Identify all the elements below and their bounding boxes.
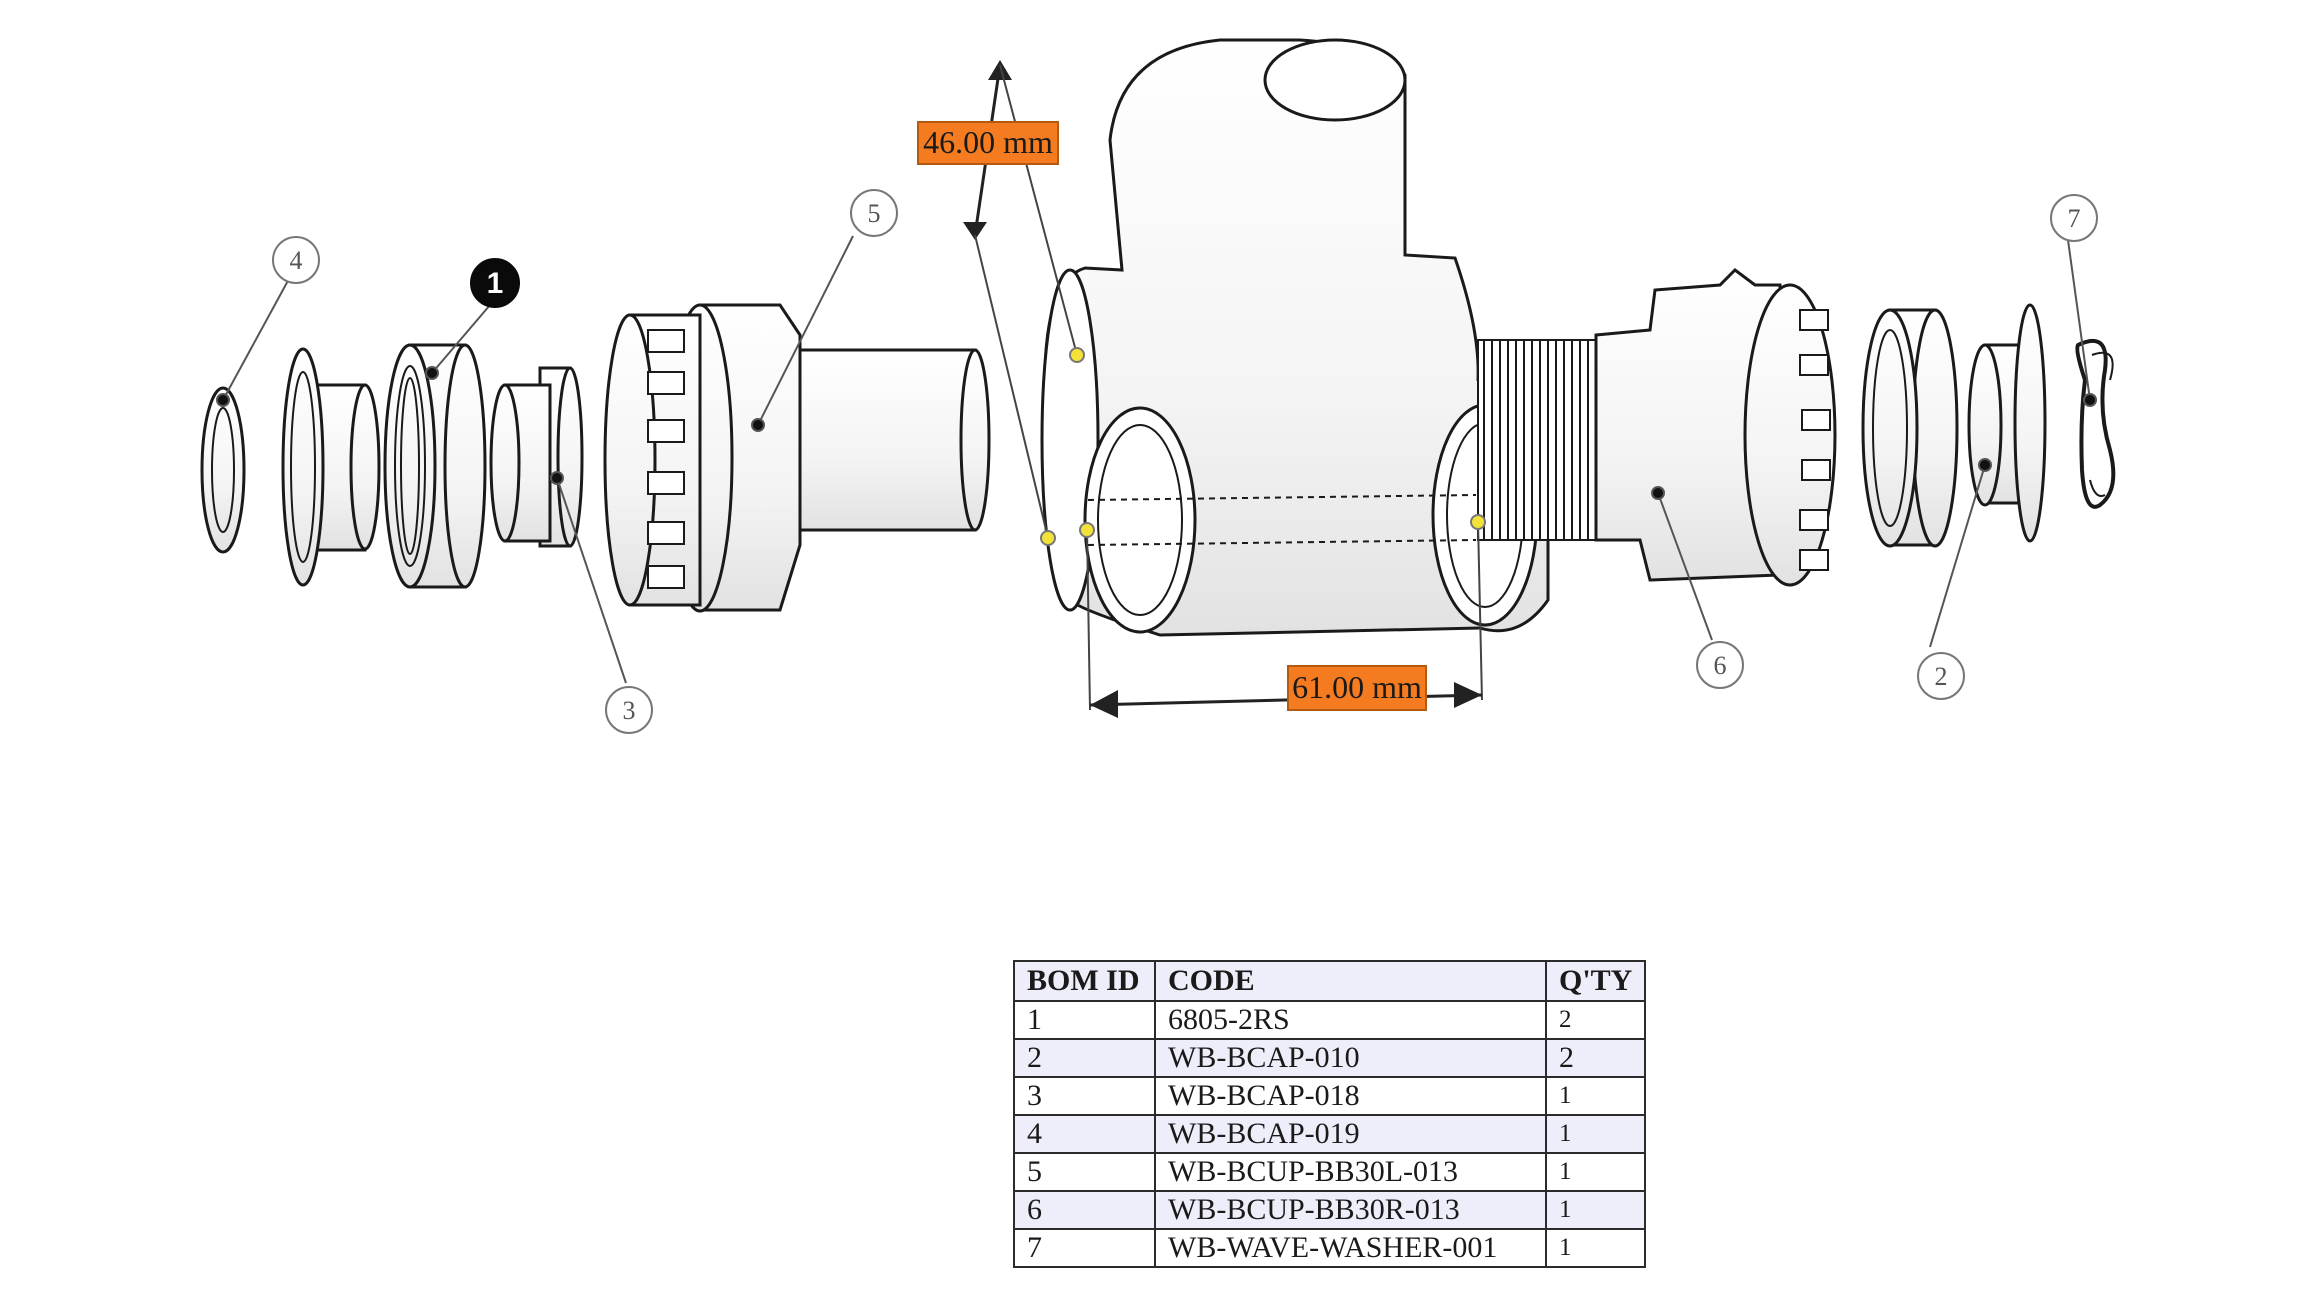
part-6-bb30r-cup[interactable] — [1594, 268, 1837, 587]
bom-header-qty[interactable]: Q'TY — [1544, 960, 1647, 1002]
part-1-bearing[interactable] — [383, 343, 487, 589]
bom-row[interactable]: 2 WB-BCAP-010 2 — [1013, 1038, 1647, 1078]
svg-text:6: 6 — [1714, 651, 1727, 680]
bom-cell-qty: 2 — [1544, 1000, 1647, 1040]
bom-cell-qty: 1 — [1544, 1076, 1647, 1116]
bom-cell-qty: 2 — [1544, 1038, 1647, 1078]
bom-cell-id: 1 — [1013, 1000, 1156, 1040]
bom-cell-code: WB-BCUP-BB30R-013 — [1154, 1190, 1547, 1230]
part-5-bb30l-cup[interactable] — [603, 303, 991, 613]
svg-text:3: 3 — [623, 696, 636, 725]
bom-cell-qty: 1 — [1544, 1228, 1647, 1268]
svg-text:4: 4 — [290, 246, 303, 275]
svg-text:1: 1 — [487, 267, 504, 300]
bom-cell-code: WB-BCAP-019 — [1154, 1114, 1547, 1154]
snap-point — [1040, 530, 1056, 546]
dimension-vertical[interactable]: 46.00 mm — [917, 60, 1085, 546]
svg-text:61.00 mm: 61.00 mm — [1292, 669, 1422, 705]
dimension-label-box — [1287, 665, 1427, 711]
threaded-section — [1477, 339, 1597, 541]
snap-point — [1079, 522, 1095, 538]
bom-row[interactable]: 1 6805-2RS 2 — [1013, 1000, 1647, 1040]
bom-header-id[interactable]: BOM ID — [1013, 960, 1156, 1002]
bom-table: BOM ID CODE Q'TY 1 6805-2RS 2 2 WB-BCAP-… — [1013, 960, 1647, 1268]
part-3-sleeve[interactable] — [489, 366, 584, 548]
balloon-7[interactable]: 7 — [2050, 194, 2098, 242]
balloon-3[interactable]: 3 — [605, 686, 653, 734]
part-4-bearing-cap[interactable] — [200, 386, 246, 554]
part-flanged-cap[interactable] — [281, 347, 381, 587]
balloon-5[interactable]: 5 — [850, 189, 898, 237]
bom-row[interactable]: 5 WB-BCUP-BB30L-013 1 — [1013, 1152, 1647, 1192]
svg-text:5: 5 — [868, 199, 881, 228]
bom-cell-id: 5 — [1013, 1152, 1156, 1192]
bom-row[interactable]: 4 WB-BCAP-019 1 — [1013, 1114, 1647, 1154]
bom-cell-id: 2 — [1013, 1038, 1156, 1078]
part-2-bearing-cap[interactable] — [1861, 303, 2047, 548]
bom-cell-code: WB-BCAP-018 — [1154, 1076, 1547, 1116]
snap-point — [1470, 514, 1486, 530]
svg-text:2: 2 — [1935, 662, 1948, 691]
bom-cell-id: 4 — [1013, 1114, 1156, 1154]
bom-cell-qty: 1 — [1544, 1152, 1647, 1192]
dimension-horizontal[interactable]: 61.00 mm — [1079, 514, 1486, 718]
balloon-leaders — [216, 235, 2097, 684]
bom-cell-id: 7 — [1013, 1228, 1156, 1268]
balloon-2[interactable]: 2 — [1917, 652, 1965, 700]
bom-cell-code: WB-WAVE-WASHER-001 — [1154, 1228, 1547, 1268]
bom-cell-code: WB-BCAP-010 — [1154, 1038, 1547, 1078]
snap-point — [1069, 347, 1085, 363]
balloon-1-selected[interactable]: 1 — [470, 258, 520, 308]
svg-text:46.00 mm: 46.00 mm — [923, 124, 1053, 160]
bom-cell-qty: 1 — [1544, 1190, 1647, 1230]
bom-header-row: BOM ID CODE Q'TY — [1013, 960, 1647, 1002]
svg-text:7: 7 — [2068, 204, 2081, 233]
balloon-6[interactable]: 6 — [1696, 641, 1744, 689]
bom-cell-code: 6805-2RS — [1154, 1000, 1547, 1040]
dimension-label-box — [917, 121, 1059, 165]
part-7-wave-washer[interactable] — [2075, 338, 2116, 509]
bom-cell-id: 6 — [1013, 1190, 1156, 1230]
bom-row[interactable]: 3 WB-BCAP-018 1 — [1013, 1076, 1647, 1116]
bottom-bracket-shell[interactable] — [1040, 38, 1550, 637]
bom-header-code[interactable]: CODE — [1154, 960, 1547, 1002]
bom-cell-code: WB-BCUP-BB30L-013 — [1154, 1152, 1547, 1192]
bom-cell-qty: 1 — [1544, 1114, 1647, 1154]
balloon-4[interactable]: 4 — [272, 236, 320, 284]
bom-row[interactable]: 7 WB-WAVE-WASHER-001 1 — [1013, 1228, 1647, 1268]
bom-cell-id: 3 — [1013, 1076, 1156, 1116]
bom-row[interactable]: 6 WB-BCUP-BB30R-013 1 — [1013, 1190, 1647, 1230]
